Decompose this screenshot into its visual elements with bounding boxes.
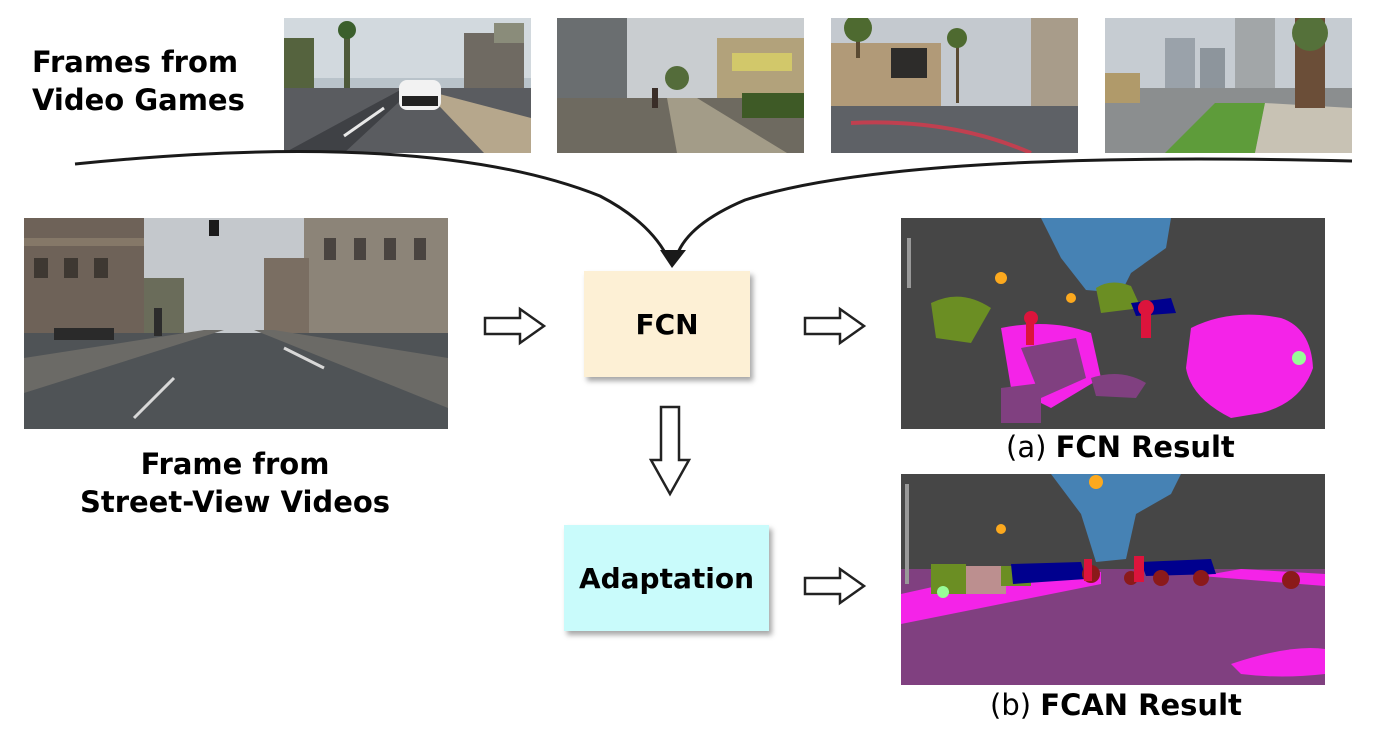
fcan-result-caption-bold: FCAN Result (1040, 688, 1242, 722)
video-games-label-line1: Frames from (32, 45, 239, 79)
fcn-result-caption-prefix: (a) (1006, 430, 1056, 464)
street-view-frame (24, 218, 448, 429)
arrow-fcn-to-adaptation (648, 405, 692, 497)
fcn-box-label: FCN (635, 307, 699, 341)
fcan-result-segmentation (901, 474, 1325, 685)
street-view-label: Frame from Street-View Videos (60, 446, 410, 521)
fcan-result-caption-prefix: (b) (990, 688, 1041, 722)
adaptation-box-label: Adaptation (578, 561, 755, 595)
game-frame-2 (557, 18, 804, 153)
video-games-label: Frames from Video Games (32, 44, 245, 119)
fcan-result-caption: (b) FCAN Result (990, 688, 1242, 722)
game-frame-3 (831, 18, 1078, 153)
game-frame-1 (284, 18, 531, 153)
street-view-label-line2: Street-View Videos (79, 484, 391, 519)
adaptation-box: Adaptation (564, 525, 769, 631)
street-view-label-line1: Frame from (140, 447, 330, 481)
arrow-frame-to-fcn (483, 306, 547, 346)
fcn-result-segmentation (901, 218, 1325, 429)
arrow-fcn-to-result (803, 306, 867, 346)
fcn-result-caption: (a) FCN Result (1006, 430, 1235, 464)
video-games-label-line2: Video Games (32, 82, 245, 117)
fcn-box: FCN (584, 271, 750, 377)
arrow-adaptation-to-result (803, 566, 867, 606)
game-frame-4 (1105, 18, 1352, 153)
fcn-result-caption-bold: FCN Result (1055, 430, 1235, 464)
